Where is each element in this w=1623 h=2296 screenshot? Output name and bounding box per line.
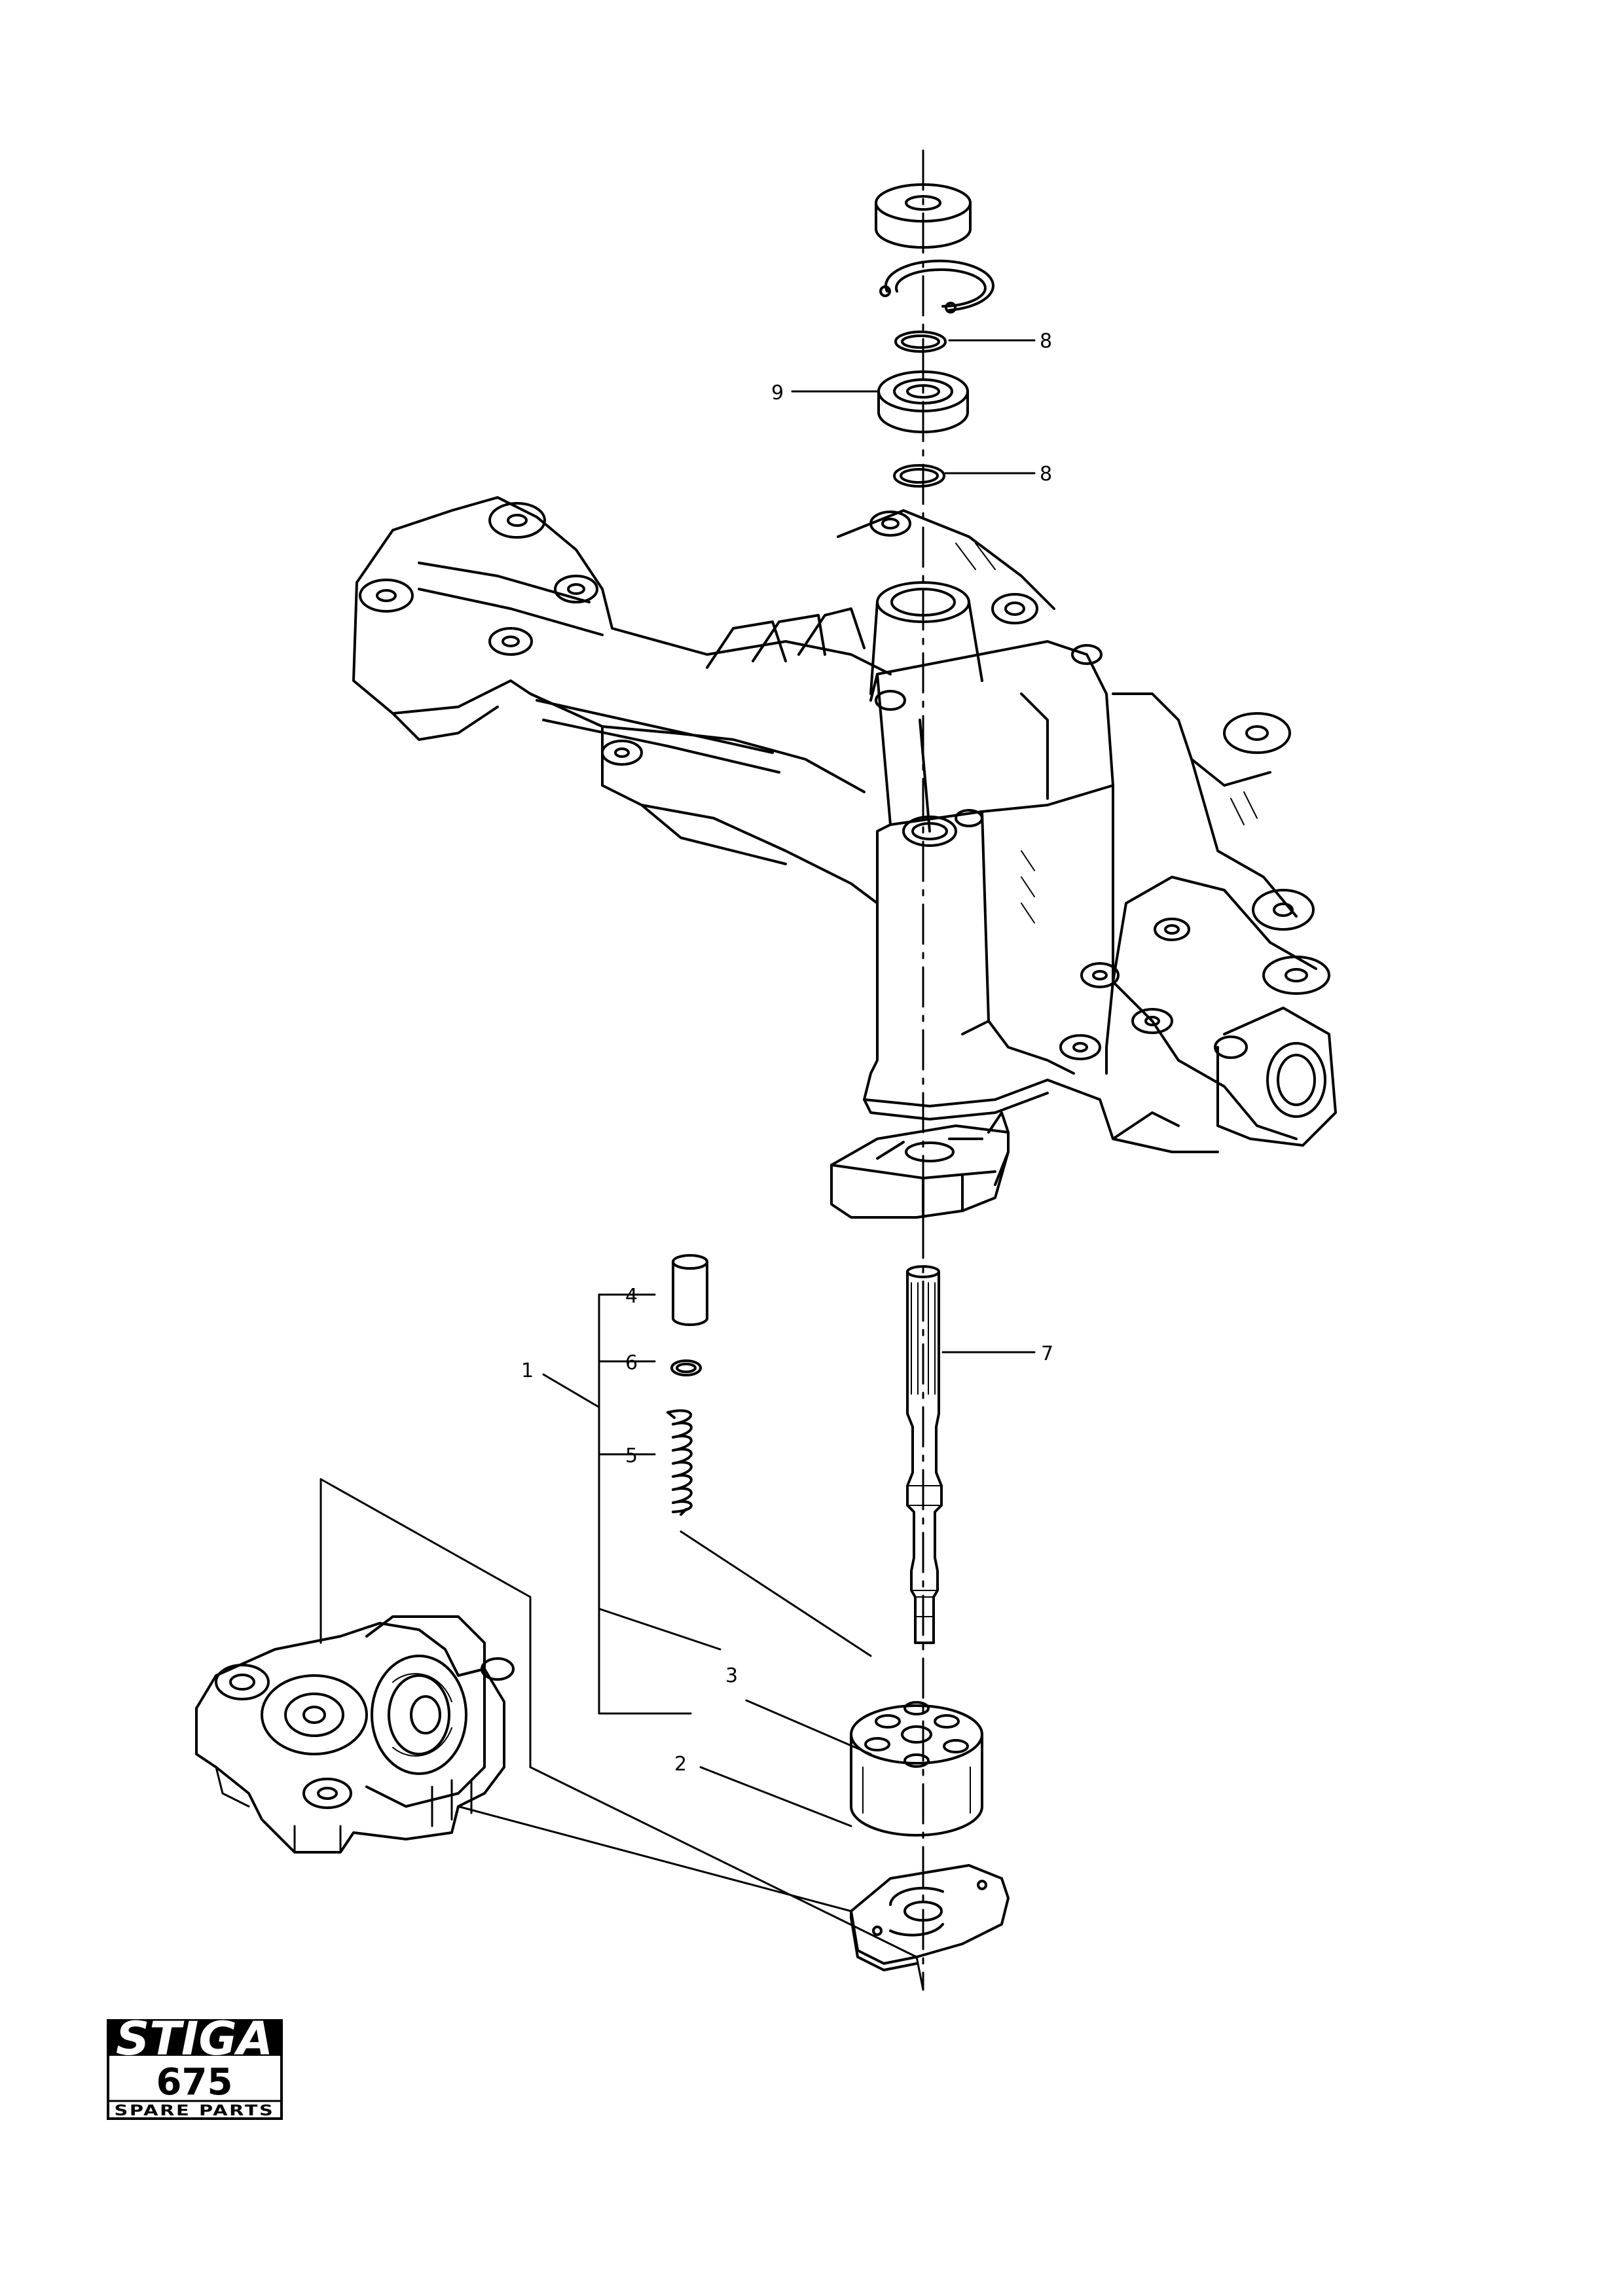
o-ring-part	[670, 1359, 702, 1376]
callout-label: 9	[771, 382, 784, 404]
port-plate-part	[850, 1864, 1010, 1971]
check-valve-part	[672, 1254, 708, 1326]
washer-part	[894, 331, 947, 353]
callout-label: 3	[725, 1664, 738, 1687]
pump-shaft-part	[906, 1265, 943, 1644]
leader-lines	[319, 339, 1036, 1991]
callout-label: 7	[1041, 1342, 1053, 1365]
pump-housing-part	[195, 1615, 515, 1854]
callout-label: 1	[521, 1359, 534, 1382]
logo-brand: STIGA	[116, 2012, 273, 2066]
callout-labels: 8 9 8 4 6 1 5 7 3 2	[521, 330, 1053, 1776]
ball-bearing-part	[877, 370, 969, 433]
callout-label: 8	[1040, 330, 1052, 353]
logo-subtitle: SPARE PARTS	[115, 2103, 275, 2119]
seal-part	[875, 183, 972, 249]
washer-part	[893, 464, 945, 488]
callout-label: 8	[1040, 463, 1052, 486]
callout-label: 5	[625, 1444, 638, 1467]
logo-model: 675	[156, 2061, 233, 2104]
callout-label: 2	[674, 1753, 687, 1776]
circlip-part	[879, 259, 994, 314]
valve-block-part	[830, 1111, 1010, 1219]
stiga-logo: STIGA 675 SPARE PARTS	[107, 2012, 283, 2120]
callout-label: 6	[625, 1352, 638, 1374]
spring-part	[666, 1409, 693, 1516]
cylinder-block-part	[850, 1701, 983, 1837]
transmission-housing	[352, 496, 1337, 1153]
callout-label: 4	[625, 1285, 638, 1308]
